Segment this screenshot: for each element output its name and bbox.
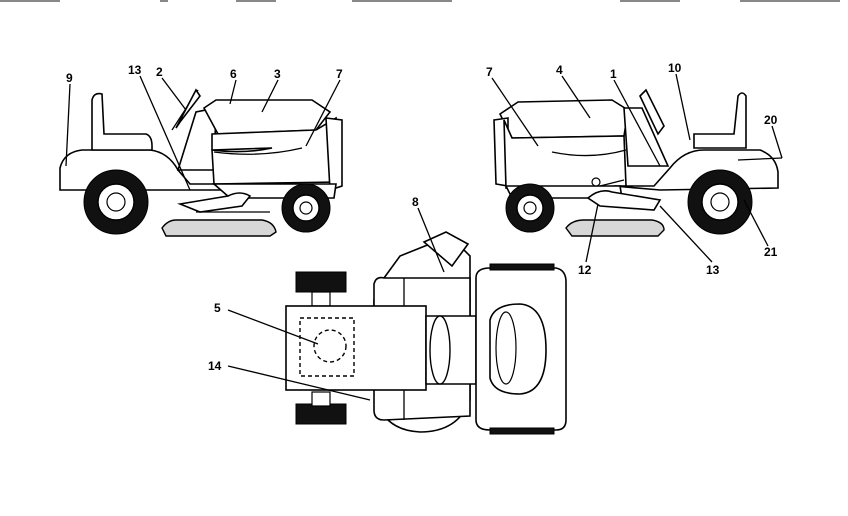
tractor-top-view [285,231,567,435]
callout-7-left: 7 [336,67,343,81]
callout-5: 5 [214,301,221,315]
callout-labels: 9 13 2 6 3 7 7 4 1 10 20 12 13 21 8 5 14 [66,61,778,373]
tractor-left-side-view [59,88,343,237]
leader-lines [65,73,783,401]
callout-8: 8 [412,195,419,209]
callout-9: 9 [66,71,73,85]
callout-10: 10 [668,61,682,75]
callout-21: 21 [764,245,778,259]
callout-13-left: 13 [128,63,142,77]
callout-20: 20 [764,113,778,127]
callout-1: 1 [610,67,617,81]
callout-12: 12 [578,263,592,277]
callout-13-right: 13 [706,263,720,277]
callout-2: 2 [156,65,163,79]
callout-3: 3 [274,67,281,81]
cropped-header-marks [0,0,840,2]
callout-6: 6 [230,67,237,81]
callout-14: 14 [208,359,222,373]
callout-4: 4 [556,63,563,77]
tractor-right-side-view [493,88,779,237]
callout-7-right: 7 [486,65,493,79]
